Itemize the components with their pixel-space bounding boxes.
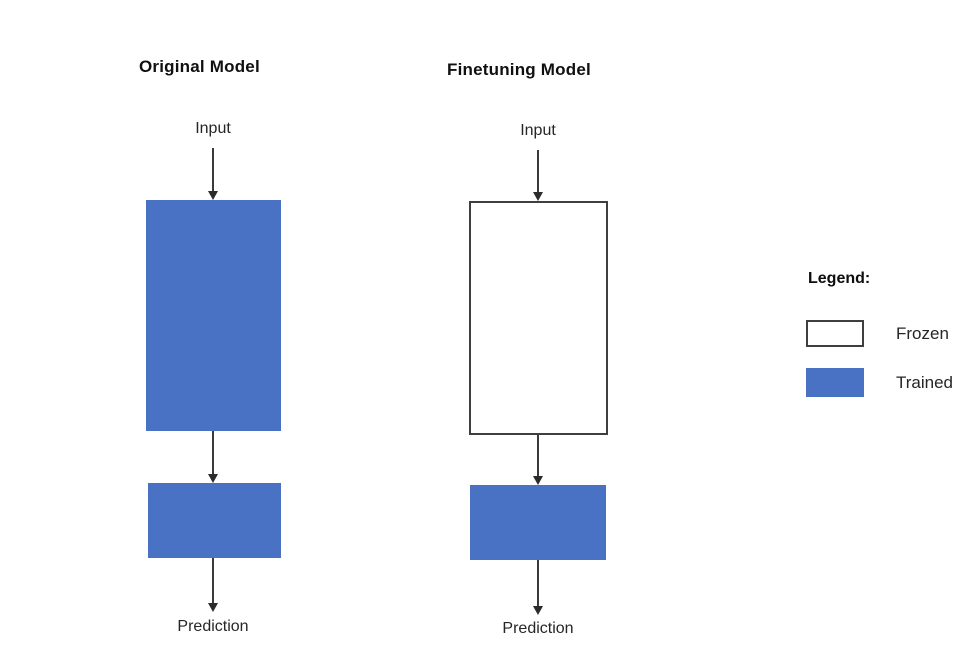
input-label-original: Input [195, 120, 231, 137]
legend-swatch-frozen-icon [806, 320, 864, 347]
arrow-backbone-to-head-original [207, 431, 219, 483]
input-label-finetuning: Input [520, 122, 556, 139]
arrow-input-to-backbone-finetuning [532, 150, 544, 201]
arrow-head-to-prediction-original [207, 558, 219, 612]
column-title-original-model: Original Model [139, 57, 260, 76]
arrow-backbone-to-head-finetuning [532, 435, 544, 485]
legend-item-trained: Trained [806, 368, 953, 397]
column-title-finetuning-model: Finetuning Model [447, 60, 591, 79]
legend-swatch-trained-icon [806, 368, 864, 397]
block-head-original [148, 483, 281, 558]
block-backbone-finetuning [469, 201, 608, 435]
legend-title: Legend: [808, 270, 871, 287]
block-backbone-original [146, 200, 281, 431]
arrow-head-to-prediction-finetuning [532, 560, 544, 615]
arrow-input-to-backbone-original [207, 148, 219, 200]
legend-label-frozen: Frozen [896, 323, 949, 343]
prediction-label-original: Prediction [177, 618, 249, 635]
legend-item-frozen: Frozen [806, 320, 949, 347]
legend-label-trained: Trained [896, 372, 954, 392]
prediction-label-finetuning: Prediction [502, 620, 574, 637]
block-head-finetuning [470, 485, 606, 560]
